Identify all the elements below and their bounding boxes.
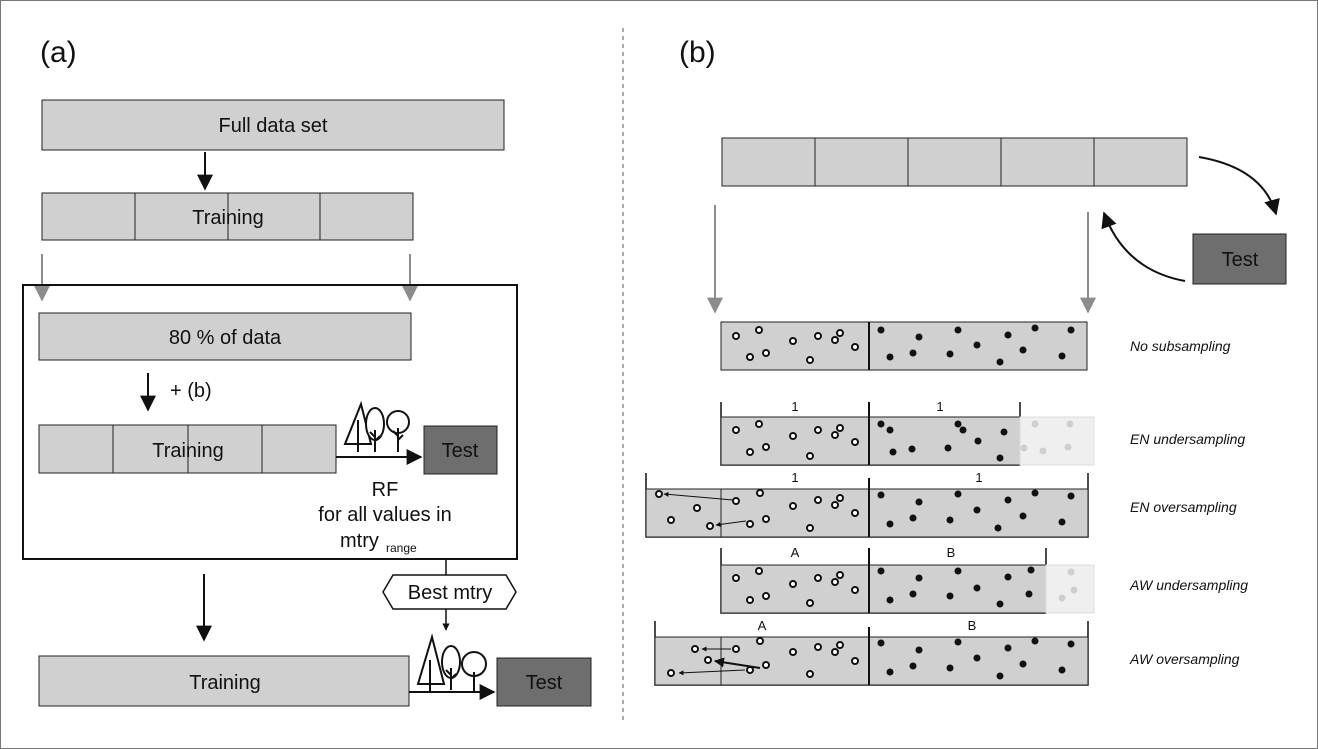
arrow-to-test-b	[1198, 156, 1280, 216]
faded-circle-group	[1058, 568, 1078, 602]
rf-label: RF	[372, 479, 399, 501]
filled-circle-group	[877, 324, 1075, 366]
row5-label-right: B	[968, 618, 977, 633]
caption-aw-undersampling: AW undersampling	[1129, 577, 1248, 593]
caption-en-oversampling: EN oversampling	[1130, 499, 1237, 515]
training-bottom-box	[38, 655, 410, 707]
caption-en-undersampling: EN undersampling	[1130, 431, 1245, 447]
training-top-label: Training	[192, 207, 264, 229]
row2-label-left: 1	[791, 399, 798, 414]
test-bottom-box	[496, 657, 592, 707]
filled-circle-group	[877, 637, 1075, 680]
mtry-subscript: range	[386, 541, 417, 555]
folds-box	[721, 137, 1188, 187]
best-mtry-box	[382, 574, 517, 610]
open-circle-group	[732, 567, 859, 607]
best-mtry-label: Best mtry	[408, 582, 492, 604]
caption-no-subsampling: No subsampling	[1130, 338, 1231, 354]
full-data-set-box	[41, 99, 505, 151]
row3-label-left: 1	[791, 470, 798, 485]
test-inner-label: Test	[442, 440, 479, 462]
test-bottom-label: Test	[526, 672, 563, 694]
rf-desc-label: for all values in	[318, 504, 451, 526]
caption-aw-oversampling: AW oversampling	[1129, 651, 1240, 667]
open-circle-group	[732, 326, 859, 364]
panel-b-label: (b)	[679, 36, 716, 69]
filled-circle-group	[877, 420, 1008, 462]
row4-label-left: A	[791, 545, 800, 560]
class-a-box	[720, 321, 870, 371]
eighty-percent-label: 80 % of data	[169, 327, 282, 349]
panel-a-label: (a)	[40, 36, 77, 69]
row3-label-right: 1	[975, 470, 982, 485]
row-no-subsampling	[720, 321, 1088, 371]
faded-box	[1019, 416, 1095, 466]
test-b-label: Test	[1222, 249, 1259, 271]
training-inner-label: Training	[152, 440, 224, 462]
row-aw-undersampling	[720, 548, 1095, 614]
filled-circle-group	[877, 489, 1075, 532]
open-circle-group	[655, 489, 859, 532]
row-en-oversampling	[645, 473, 1089, 538]
training-bottom-label: Training	[189, 672, 261, 694]
plus-b-label: + (b)	[170, 380, 212, 402]
test-b-box	[1192, 233, 1287, 285]
inner-cv-frame	[22, 284, 518, 560]
faded-circle-group	[1020, 420, 1074, 455]
row5-label-left: A	[758, 618, 767, 633]
mtry-label: mtry	[340, 530, 379, 552]
full-data-set-label: Full data set	[219, 115, 328, 137]
row-aw-oversampling	[654, 621, 1089, 686]
rf-trees-icon	[343, 400, 410, 453]
arrow-from-test-b	[1101, 211, 1186, 282]
open-circle-group	[667, 637, 859, 678]
rf-trees-bottom-icon	[416, 633, 487, 692]
tree-icon	[365, 407, 385, 453]
row2-label-right: 1	[936, 399, 943, 414]
open-circle-group	[732, 420, 859, 460]
row4-label-right: B	[947, 545, 956, 560]
row-en-undersampling	[720, 402, 1095, 466]
filled-circle-group	[877, 566, 1035, 608]
eighty-percent-box	[38, 312, 412, 361]
test-inner-box	[423, 425, 498, 475]
